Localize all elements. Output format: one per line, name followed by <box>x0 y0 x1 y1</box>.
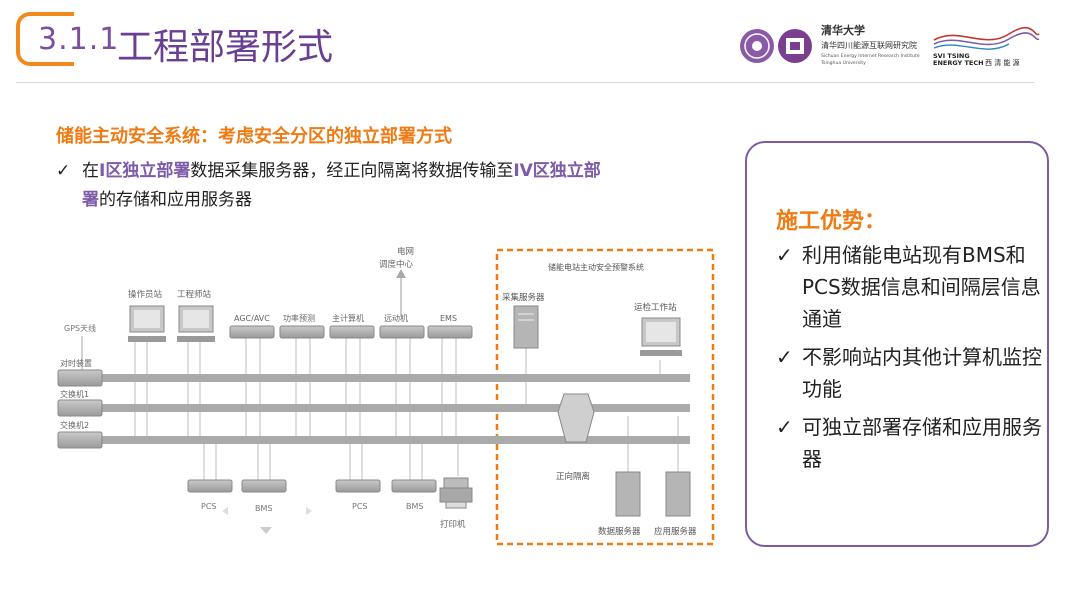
isolation-label: 正向隔离 <box>556 471 590 482</box>
institute-seal-logo <box>778 29 812 63</box>
bullet-text-2: 数据采集服务器，经正向隔离将数据传输至 <box>190 161 514 181</box>
bullet-highlight-3: 署 <box>82 190 99 210</box>
main-computer-device: 主计算机 <box>329 313 375 339</box>
power-forecast-label: 功率预测 <box>283 313 315 323</box>
down-arrow-icon <box>260 527 272 534</box>
svi-wave-logo <box>933 27 1040 50</box>
page-title: 工程部署形式 <box>117 27 334 68</box>
deployment-bullet: ✓ 在I区独立部署数据采集服务器，经正向隔离将数据传输至IV区独立部署的存储和应… <box>56 157 656 215</box>
drop-lines <box>134 336 679 484</box>
printer: 打印机 <box>439 477 473 530</box>
dispatch-arrow-icon <box>396 269 406 278</box>
headline: 储能主动安全系统：考虑安全分区的独立部署方式 <box>56 126 452 147</box>
zone-title: 储能电站主动安全预警系统 <box>548 262 644 272</box>
institute-name-en: Sichuan Energy Internet Research Institu… <box>821 53 920 59</box>
bus-timesync <box>60 374 690 382</box>
section-number: 3.1.1 <box>38 22 120 57</box>
network-diagram: 储能电站主动安全预警系统 电网 调度中心 GPS天线 对时装置 交换机1 <box>57 246 715 546</box>
advantage-text: 利用储能电站现有BMS和PCS数据信息和间隔层信息通道 <box>802 243 1041 331</box>
pcs-device-1: PCS <box>187 479 233 511</box>
agc-avc-label: AGC/AVC <box>234 314 270 323</box>
agc-avc-device: AGC/AVC <box>229 314 275 339</box>
app-server-label: 应用服务器 <box>654 526 697 537</box>
operator-station: 操作员站 <box>128 289 166 342</box>
bullet-highlight-2: IV区独立部 <box>513 161 601 181</box>
ops-workstation: 运检工作站 <box>634 302 682 356</box>
data-server-label: 数据服务器 <box>598 526 641 537</box>
switch2-label: 交换机2 <box>60 420 89 430</box>
advantage-text: 可独立部署存储和应用服务器 <box>802 415 1042 471</box>
switch2-device: 交换机2 <box>57 420 103 449</box>
isolation-device: 正向隔离 <box>556 393 595 482</box>
advantages-title: 施工优势： <box>776 209 887 234</box>
gps-antenna-label: GPS天线 <box>64 323 96 333</box>
dispatch-label-1: 电网 <box>397 246 414 257</box>
check-icon: ✓ <box>776 243 793 267</box>
app-server: 应用服务器 <box>654 471 697 537</box>
check-icon: ✓ <box>776 415 793 439</box>
ems-label: EMS <box>440 314 457 323</box>
svi-cn: 西 清 能 源 <box>985 58 1020 67</box>
right-arrow-icon <box>306 507 312 515</box>
collector-server-label: 采集服务器 <box>502 292 545 303</box>
advantage-item: ✓ 利用储能电站现有BMS和PCS数据信息和间隔层信息通道 <box>776 239 1046 335</box>
advantages-card <box>745 141 1049 547</box>
switch1-device: 交换机1 <box>57 389 103 417</box>
advantage-item: ✓ 可独立部署存储和应用服务器 <box>776 411 1046 475</box>
engineer-station: 工程师站 <box>177 289 215 342</box>
operator-station-label: 操作员站 <box>128 289 163 300</box>
advantage-text: 不影响站内其他计算机监控功能 <box>802 345 1042 401</box>
bullet-text-3: 的存储和应用服务器 <box>99 190 252 210</box>
tsinghua-name: 清华大学 <box>821 23 865 37</box>
engineer-station-label: 工程师站 <box>177 289 212 300</box>
printer-label: 打印机 <box>440 519 466 530</box>
check-icon: ✓ <box>776 345 793 369</box>
ops-workstation-label: 运检工作站 <box>634 302 677 313</box>
collector-server: 采集服务器 <box>502 292 545 349</box>
institute-name-cn: 清华四川能源互联网研究院 <box>821 40 917 50</box>
bms-device-2: BMS <box>391 479 437 511</box>
bms-label-2: BMS <box>406 502 423 511</box>
tsinghua-seal-logo <box>740 29 774 63</box>
telecontrol-device: 远动机 <box>379 313 425 339</box>
time-sync-label: 对时装置 <box>60 358 92 368</box>
bus-switch1 <box>60 404 690 412</box>
pcs-label-1: PCS <box>201 502 217 511</box>
pcs-device-2: PCS <box>335 479 381 511</box>
advantage-item: ✓ 不影响站内其他计算机监控功能 <box>776 341 1046 405</box>
title-bracket <box>16 12 74 66</box>
left-arrow-icon <box>222 507 228 515</box>
bms-label-1: BMS <box>255 504 272 513</box>
pcs-label-2: PCS <box>352 502 368 511</box>
security-zone-iv <box>495 248 715 546</box>
advantages-list: ✓ 利用储能电站现有BMS和PCS数据信息和间隔层信息通道 ✓ 不影响站内其他计… <box>776 239 1046 481</box>
telecontrol-label: 远动机 <box>384 313 408 323</box>
switch1-label: 交换机1 <box>60 389 89 399</box>
bus-switch2 <box>60 436 690 444</box>
time-sync-device: 对时装置 <box>57 358 103 387</box>
header-divider <box>16 82 1034 83</box>
data-server: 数据服务器 <box>598 471 641 537</box>
main-computer-label: 主计算机 <box>332 313 364 323</box>
svi-line1: SVI TSING <box>933 52 970 60</box>
bullet-text-1: 在 <box>82 161 99 181</box>
bms-device-1: BMS <box>241 479 287 513</box>
power-forecast-device: 功率预测 <box>279 313 325 339</box>
ems-device: EMS <box>427 314 473 339</box>
dispatch-label-2: 调度中心 <box>379 259 414 270</box>
institute-university-en: Tsinghua University <box>820 60 866 66</box>
bullet-highlight-1: I区独立部署 <box>99 161 191 181</box>
check-icon: ✓ <box>56 161 71 181</box>
svi-line2: ENERGY TECH <box>933 59 984 67</box>
logo-area: 清华大学 清华四川能源互联网研究院 Sichuan Energy Interne… <box>740 23 1040 67</box>
